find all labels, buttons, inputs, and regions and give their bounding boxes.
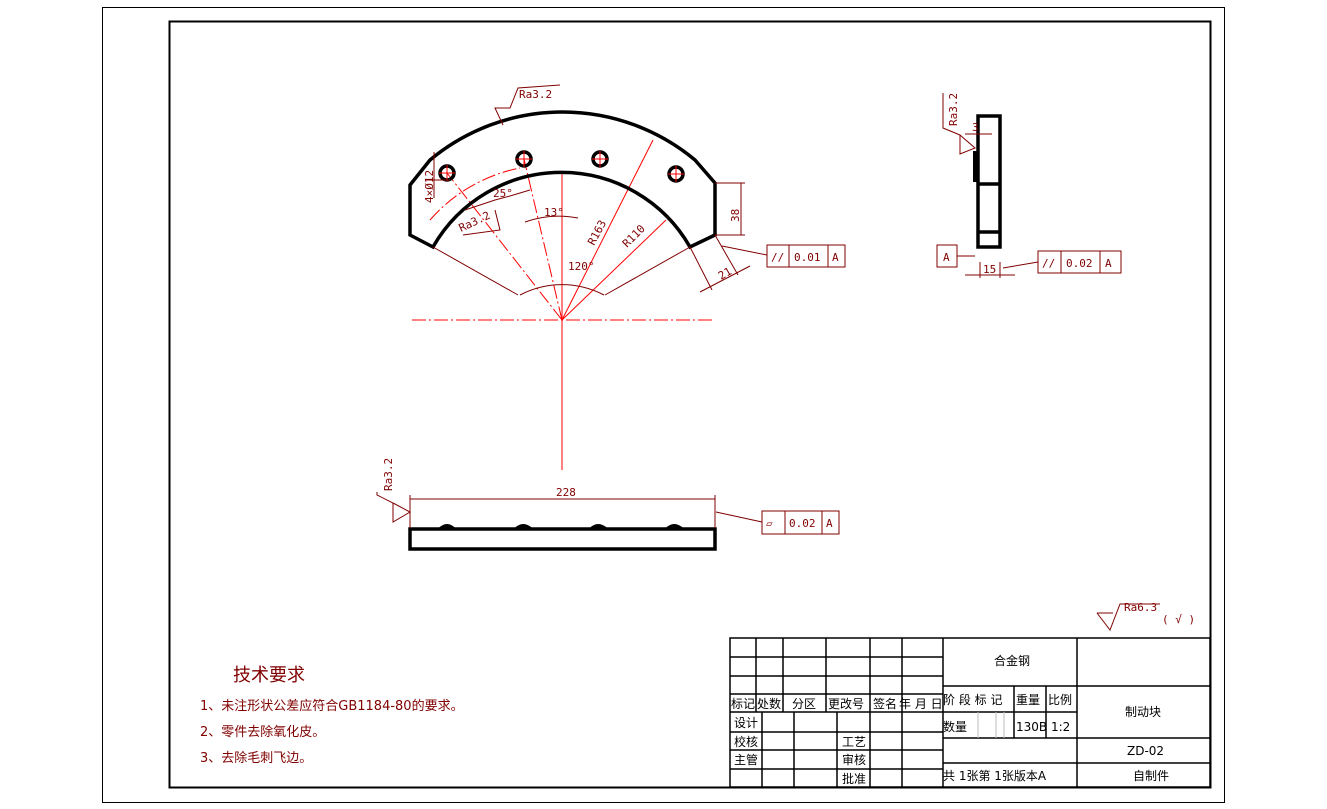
- requirement-item: 3、去除毛刺飞边。: [200, 751, 312, 766]
- outer-border: [102, 7, 1225, 803]
- svg-text:0.02: 0.02: [789, 517, 816, 530]
- requirement-item: 2、零件去除氧化皮。: [200, 725, 325, 740]
- svg-text:工艺: 工艺: [842, 735, 866, 749]
- angle-dimension: 13°: [544, 206, 564, 219]
- datum-a-box: A: [936, 244, 958, 268]
- thickness-dimension: 15: [983, 263, 996, 276]
- inner-border: [168, 20, 1212, 789]
- tech-requirements-title: 技术要求: [233, 665, 305, 686]
- svg-text:1:2: 1:2: [1051, 720, 1070, 734]
- radius-line: [561, 139, 654, 321]
- parallelism-tolerance-frame: // 0.01 A: [766, 244, 846, 268]
- svg-text:标记: 标记: [731, 697, 755, 711]
- material: 合金钢: [994, 653, 1030, 668]
- thickness-dimension: 3: [972, 121, 979, 134]
- svg-text:( √ ): ( √ ): [1162, 613, 1195, 626]
- svg-text:主管: 主管: [734, 752, 758, 767]
- pitch-circle: [429, 167, 521, 221]
- svg-text:0.02: 0.02: [1066, 257, 1093, 270]
- bottom-view: Ra3.2 228 ▱ 0.02 A: [376, 458, 840, 551]
- radius-dimension: R163: [585, 218, 609, 248]
- roughness-label: Ra3.2: [947, 93, 960, 126]
- bottom-outline: [408, 527, 717, 551]
- general-roughness: Ra6.3 ( √ ): [1096, 601, 1195, 632]
- part-name: 制动块: [1125, 705, 1161, 719]
- radius-line: [561, 219, 667, 321]
- svg-text:A: A: [943, 251, 950, 264]
- svg-text:阶 段 标 记: 阶 段 标 记: [943, 692, 1002, 707]
- width-dimension: 21: [716, 265, 734, 283]
- hole-centerline: [523, 158, 563, 321]
- length-dimension: 228: [556, 486, 576, 499]
- svg-text:Ra6.3: Ra6.3: [1124, 601, 1157, 614]
- holes-dimension: 4×Ø12: [423, 170, 436, 203]
- svg-text:共 1张第 1张版本A: 共 1张第 1张版本A: [943, 769, 1047, 783]
- svg-text:0.01: 0.01: [794, 251, 821, 264]
- angle-dimension: 120°: [568, 260, 595, 273]
- svg-text://: //: [771, 251, 784, 264]
- svg-text:批准: 批准: [842, 771, 866, 786]
- svg-text:校核: 校核: [734, 734, 758, 749]
- svg-text:签名: 签名: [873, 696, 897, 711]
- svg-text:130B: 130B: [1016, 720, 1047, 734]
- svg-text:年 月 日: 年 月 日: [899, 697, 943, 711]
- parallelism-tolerance-frame: // 0.02 A: [1037, 250, 1122, 274]
- svg-text:比例: 比例: [1048, 693, 1072, 707]
- radius-dimension: R110: [620, 222, 648, 250]
- svg-text:审核: 审核: [842, 752, 866, 767]
- front-view: Ra3.2 Ra3.2 4×Ø12 25° 13° 120° R163 R110…: [408, 84, 846, 470]
- svg-text:A: A: [832, 251, 839, 264]
- hole-centerline: [446, 172, 563, 321]
- svg-text:更改号: 更改号: [828, 697, 864, 711]
- svg-text:分区: 分区: [792, 697, 816, 711]
- technical-requirements: 技术要求 1、未注形状公差应符合GB1184-80的要求。 2、零件去除氧化皮。…: [200, 665, 464, 766]
- svg-text:▱: ▱: [766, 517, 773, 530]
- roughness-label: Ra3.2: [519, 88, 552, 101]
- flatness-tolerance-frame: ▱ 0.02 A: [761, 510, 840, 535]
- angle-dimension: 25°: [493, 187, 513, 200]
- svg-text:A: A: [826, 517, 833, 530]
- requirement-item: 1、未注形状公差应符合GB1184-80的要求。: [200, 698, 464, 714]
- svg-text:A: A: [1105, 257, 1112, 270]
- svg-text:数量: 数量: [943, 719, 967, 734]
- height-dimension: 38: [729, 209, 742, 222]
- side-view: Ra3.2 3 15 A // 0.02 A: [936, 93, 1122, 278]
- svg-text://: //: [1042, 257, 1055, 270]
- svg-text:设计: 设计: [734, 716, 758, 730]
- title-block: 标记 处数 分区 更改号 签名 年 月 日 设计 校核 主管 工艺 审核 批准 …: [729, 637, 1211, 788]
- roughness-label: Ra3.2: [382, 458, 395, 491]
- svg-text:处数: 处数: [757, 696, 781, 711]
- svg-text:自制件: 自制件: [1133, 769, 1169, 783]
- side-outline: [976, 114, 1002, 249]
- drawing-number: ZD-02: [1127, 744, 1164, 758]
- svg-text:重量: 重量: [1016, 693, 1040, 707]
